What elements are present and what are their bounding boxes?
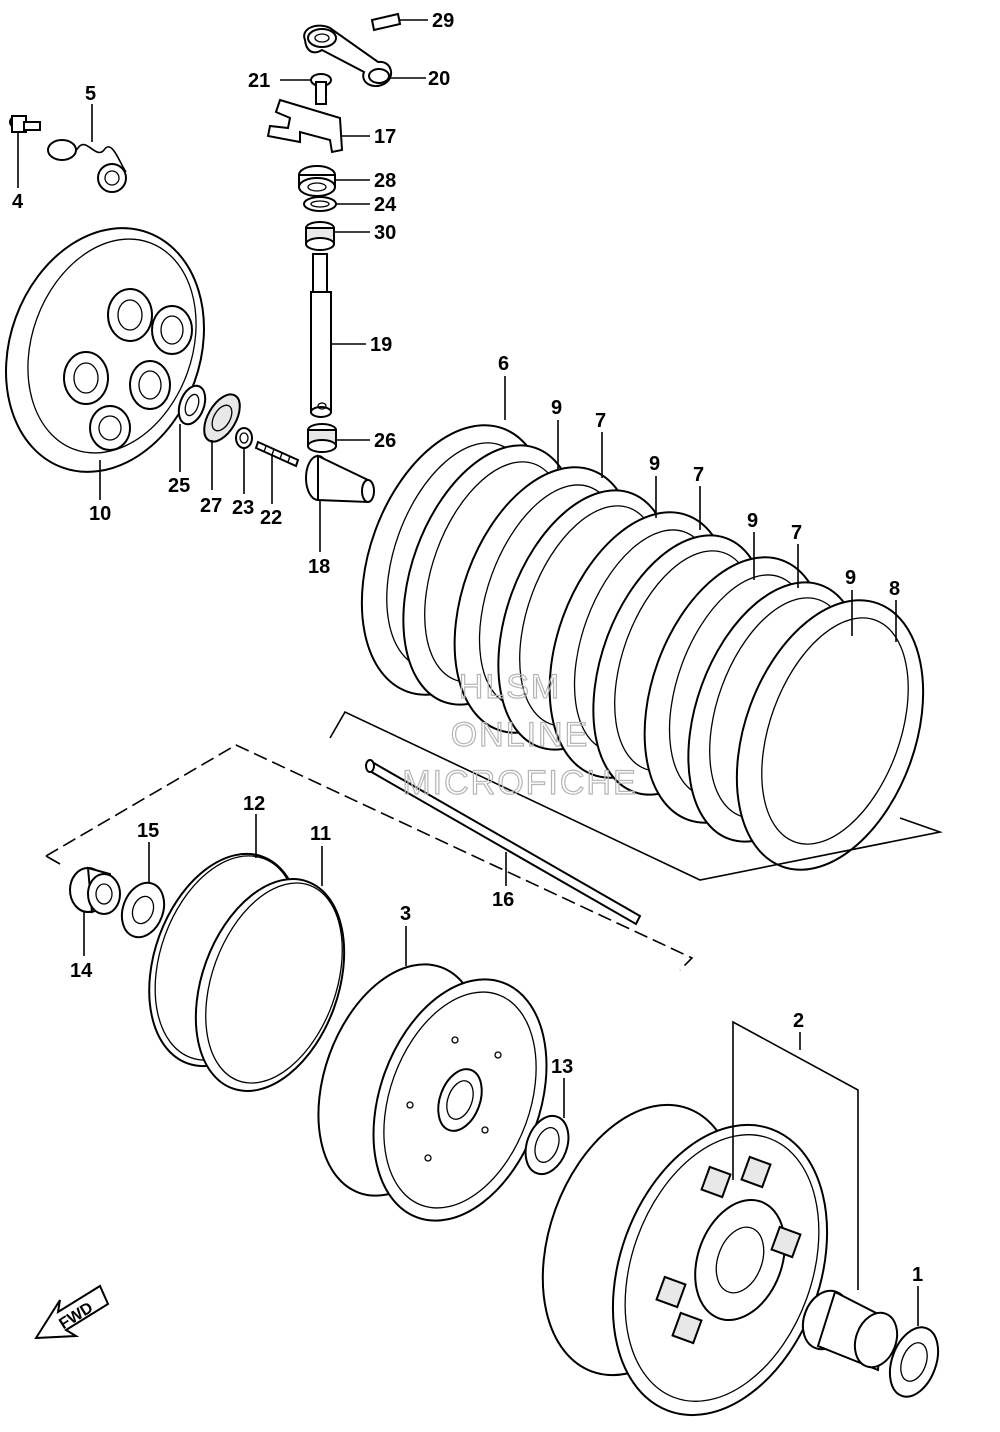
bolt-21-part (310, 73, 332, 105)
callout-19: 19 (370, 334, 392, 356)
callout-22: 22 (260, 507, 282, 529)
callout-4: 4 (12, 191, 24, 213)
drive-plate-8-part (735, 599, 925, 871)
callout-7-c: 7 (791, 522, 802, 544)
release-arm-part (303, 12, 402, 88)
oring-11-part (194, 878, 346, 1092)
washer-13-part (524, 1114, 570, 1176)
callout-29: 29 (432, 10, 454, 32)
bolt-4-part (9, 115, 41, 133)
sleeve-hub-3-part (317, 963, 548, 1222)
callout-23: 23 (232, 497, 254, 519)
bearing-27-part (203, 393, 241, 443)
leader-lines (17, 19, 919, 1326)
nut-14-part (69, 866, 121, 915)
callout-3: 3 (400, 903, 411, 925)
lock-washer-15-part (120, 881, 166, 939)
housing-bracket (732, 1020, 859, 1290)
callout-1: 1 (912, 1264, 923, 1286)
fwd-direction-arrow: FWD (34, 1284, 110, 1340)
callout-20: 20 (428, 68, 450, 90)
callout-9-b: 9 (649, 453, 660, 475)
spring-5-part (47, 139, 127, 193)
watermark-line-3: MICROFICHE (402, 764, 637, 802)
callout-13: 13 (551, 1056, 573, 1078)
callout-25: 25 (168, 475, 190, 497)
callout-12: 12 (243, 793, 265, 815)
clutch-housing-2-part (541, 1103, 829, 1417)
bearing-30-part (305, 221, 335, 251)
callout-30: 30 (374, 222, 396, 244)
watermark: HLSM ONLINE MICROFICHE (402, 667, 637, 802)
callout-24: 24 (374, 194, 397, 216)
callout-6: 6 (498, 353, 509, 375)
callout-28: 28 (374, 170, 396, 192)
bearing-26-part (307, 423, 337, 453)
plate-17-part (266, 98, 344, 154)
bearing-28-part (298, 165, 336, 197)
callout-11: 11 (310, 823, 331, 845)
callout-9-c: 9 (747, 510, 758, 532)
callout-7-a: 7 (595, 410, 606, 432)
callout-10: 10 (89, 503, 111, 525)
watermark-line-1: HLSM (459, 668, 561, 706)
callout-numbers: 29 20 21 17 28 24 30 19 26 18 4 5 10 25 … (12, 10, 923, 1286)
watermark-line-2: ONLINE (451, 716, 590, 754)
callout-8: 8 (889, 578, 900, 600)
thrust-washer-1-part (888, 1326, 940, 1398)
bracket-end (45, 855, 61, 865)
callout-2: 2 (793, 1010, 804, 1032)
release-shaft-19-part (310, 253, 332, 418)
spacer-part (801, 1289, 899, 1372)
callout-14: 14 (70, 960, 93, 982)
pressure-plate-10-part (5, 227, 205, 473)
callout-16: 16 (492, 889, 514, 911)
callout-27: 27 (200, 495, 222, 517)
callout-26: 26 (374, 430, 396, 452)
callout-9-a: 9 (551, 397, 562, 419)
push-piece-18-part (305, 454, 375, 504)
callout-9-d: 9 (845, 567, 856, 589)
callout-17: 17 (374, 126, 396, 148)
oring-24-part (303, 196, 337, 212)
adjuster-screw-22-part (254, 440, 300, 468)
callout-7-b: 7 (693, 464, 704, 486)
nut-23-part (235, 427, 253, 449)
washer-25-part (177, 384, 207, 426)
callout-15: 15 (137, 820, 159, 842)
push-rod-16-part (365, 759, 642, 926)
callout-18: 18 (308, 556, 330, 578)
pushrod-bracket (45, 744, 694, 971)
plate-stack-bracket (329, 710, 944, 881)
callout-5: 5 (85, 83, 96, 105)
callout-21: 21 (248, 70, 270, 92)
